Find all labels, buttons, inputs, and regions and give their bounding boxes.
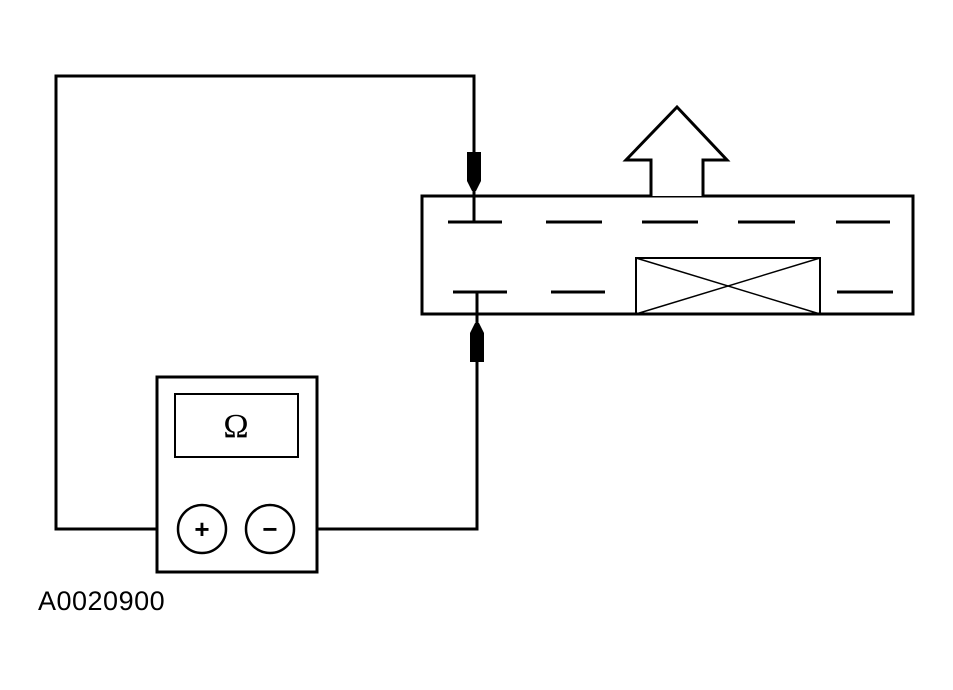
positive-lead-wire bbox=[54, 74, 476, 531]
ohmmeter-icon: Ω + − bbox=[155, 375, 319, 574]
positive-terminal bbox=[176, 503, 228, 555]
upper-probe-icon bbox=[467, 152, 481, 222]
negative-lead-wire bbox=[294, 362, 479, 531]
component-body bbox=[420, 194, 915, 316]
relay-coil-icon bbox=[635, 257, 821, 315]
positive-terminal-label: + bbox=[194, 514, 209, 544]
arrow-up-icon bbox=[622, 104, 731, 196]
lower-probe-icon bbox=[470, 292, 484, 362]
reference-code: A0020900 bbox=[38, 586, 166, 616]
ohm-symbol: Ω bbox=[223, 408, 248, 445]
negative-terminal bbox=[244, 503, 296, 555]
negative-terminal-label: − bbox=[262, 514, 277, 544]
meter-display bbox=[174, 393, 299, 458]
